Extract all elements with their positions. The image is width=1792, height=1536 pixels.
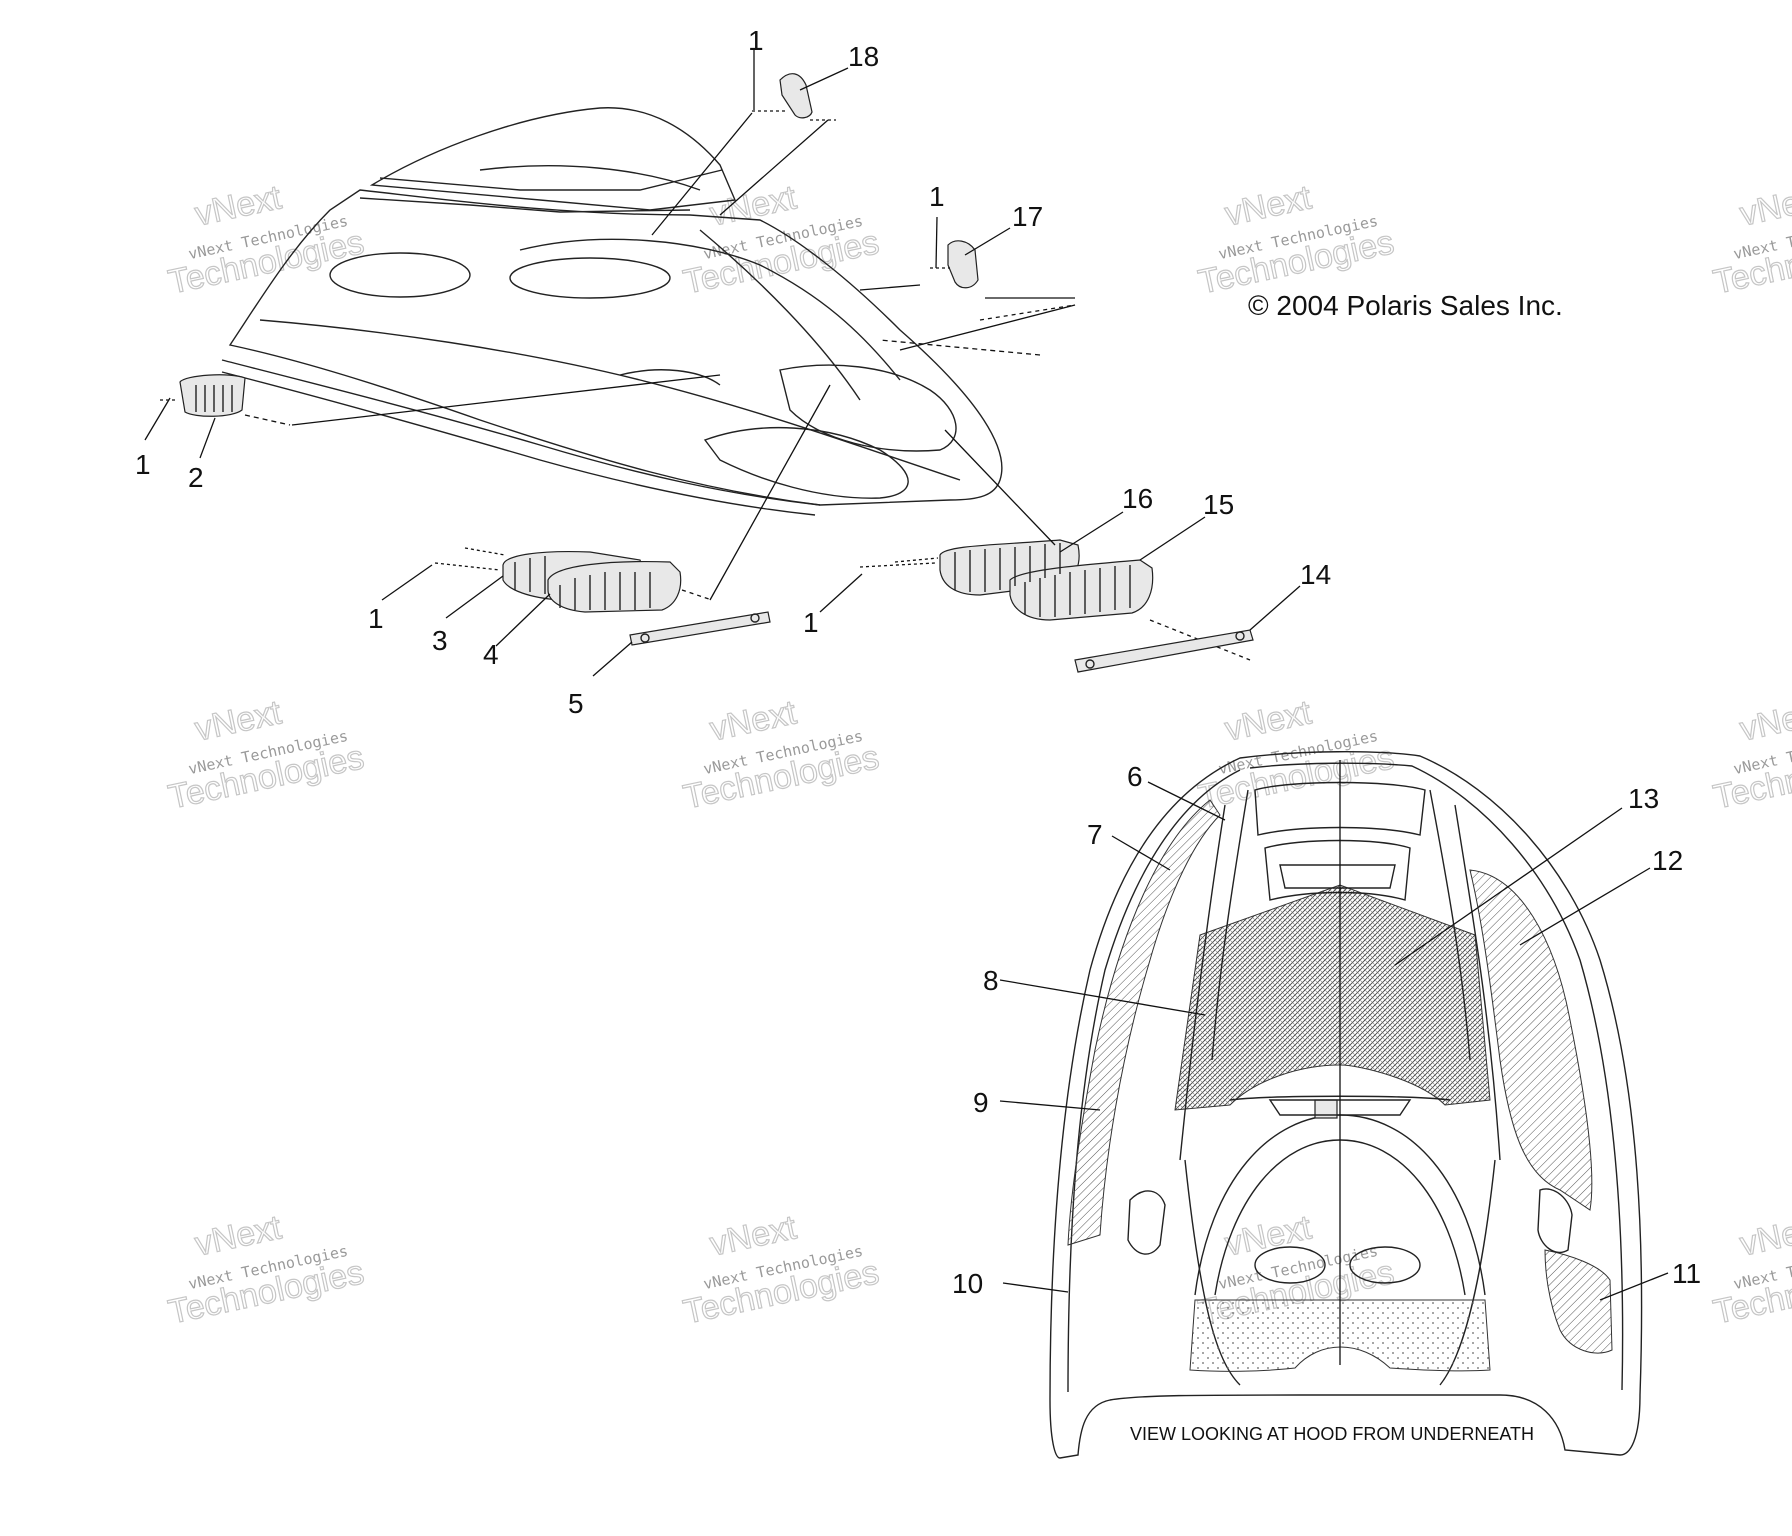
callout-18: 18 <box>848 41 879 72</box>
callout-3: 3 <box>432 625 448 656</box>
callout-1-right: 1 <box>929 181 945 212</box>
watermark-vnext: vNext <box>707 178 800 233</box>
callout-5: 5 <box>568 688 584 719</box>
dashed-guides <box>651 112 1076 356</box>
watermark-vnext: vNext <box>1222 693 1315 748</box>
callout-8: 8 <box>983 965 999 996</box>
callout-9: 9 <box>973 1087 989 1118</box>
callout-4: 4 <box>483 639 499 670</box>
callout-11: 11 <box>1672 1258 1701 1289</box>
part-3-and-4 <box>434 384 831 613</box>
callout-10: 10 <box>952 1268 983 1299</box>
watermark-vnext: vNext <box>1222 1208 1315 1263</box>
callout-labels: 1 18 1 17 1 2 16 15 14 1 3 4 1 5 6 7 13 … <box>135 25 1701 1299</box>
callout-7: 7 <box>1087 819 1103 850</box>
part-14 <box>1074 629 1254 673</box>
watermark-vnext: vNext <box>192 1208 285 1263</box>
callout-17: 17 <box>1012 201 1043 232</box>
part-16-and-15 <box>859 429 1251 661</box>
view-caption: VIEW LOOKING AT HOOD FROM UNDERNEATH <box>1130 1424 1534 1444</box>
part-18 <box>752 73 836 121</box>
part-2 <box>160 374 721 426</box>
watermark-vnext: vNext <box>1737 693 1792 748</box>
callout-1-lower-right: 1 <box>803 607 819 638</box>
hood-underneath-view <box>1049 751 1643 1459</box>
watermark-vnext: vNext <box>707 1208 800 1263</box>
callout-14: 14 <box>1300 559 1331 590</box>
watermark-vnext: vNext <box>192 178 285 233</box>
hood-upper-view <box>221 107 1003 516</box>
callout-6: 6 <box>1127 761 1143 792</box>
callout-1-lower-left: 1 <box>368 603 384 634</box>
callout-16: 16 <box>1122 483 1153 514</box>
callout-15: 15 <box>1203 489 1234 520</box>
callout-12: 12 <box>1652 845 1683 876</box>
callout-13: 13 <box>1628 783 1659 814</box>
watermark-vnext: vNext <box>1737 1208 1792 1263</box>
callout-leaders <box>144 50 1669 1301</box>
callout-2: 2 <box>188 462 204 493</box>
watermark-vnext: vNext <box>1737 178 1792 233</box>
callout-1-top: 1 <box>748 25 764 56</box>
part-17 <box>930 240 1076 321</box>
watermark-vnext: vNext <box>192 693 285 748</box>
watermark-vnext: vNext <box>707 693 800 748</box>
copyright-notice: © 2004 Polaris Sales Inc. <box>1248 290 1563 321</box>
part-5 <box>629 611 771 646</box>
callout-1-left: 1 <box>135 449 151 480</box>
watermark-vnext: vNext <box>1222 178 1315 233</box>
